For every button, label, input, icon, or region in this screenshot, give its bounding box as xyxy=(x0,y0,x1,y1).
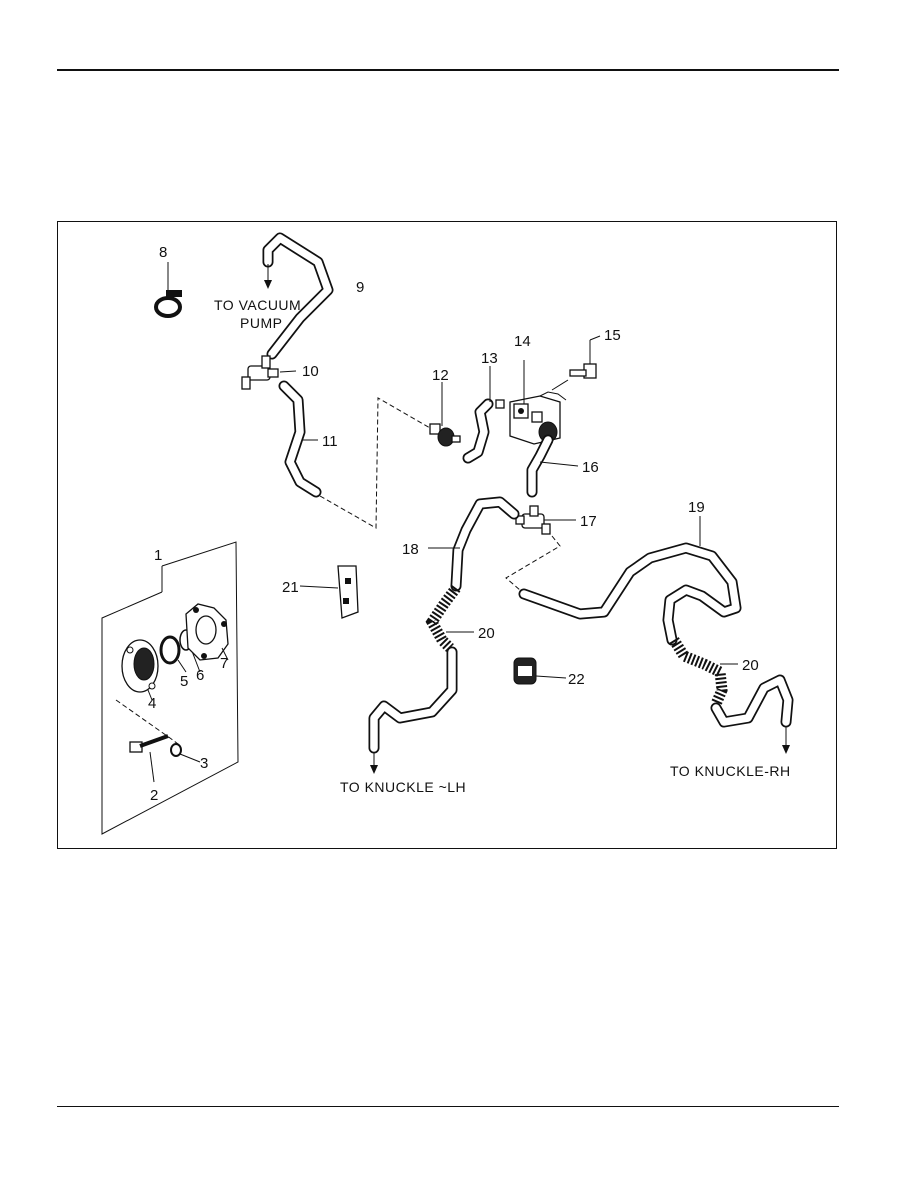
callout-20-lh: 20 xyxy=(478,625,495,642)
caption-to-knuckle-rh: TO KNUCKLE-RH xyxy=(670,763,791,779)
hose-9 xyxy=(262,232,334,360)
leader-17-19 xyxy=(505,535,561,591)
callout-15: 15 xyxy=(604,327,621,344)
protector-hose-20-lh xyxy=(425,584,461,652)
hose-19 xyxy=(518,542,742,646)
callout-7: 7 xyxy=(220,655,228,672)
callout-6: 6 xyxy=(196,667,204,684)
pump-assembly-1 xyxy=(101,541,239,835)
caption-to-vacuum-pump-line1: TO VACUUM xyxy=(214,297,301,313)
callout-14: 14 xyxy=(514,333,531,350)
callout-20-rh: 20 xyxy=(742,657,759,674)
hose-16 xyxy=(526,434,554,498)
callout-18: 18 xyxy=(402,541,419,558)
hose-lh-lower xyxy=(368,646,458,754)
check-valve-12 xyxy=(429,382,461,447)
bolt-15 xyxy=(551,335,601,391)
tee-joint-10 xyxy=(241,355,297,390)
hose-rh-lower xyxy=(710,674,794,728)
callout-22: 22 xyxy=(568,671,585,688)
callout-13: 13 xyxy=(481,350,498,367)
callout-19: 19 xyxy=(688,499,705,516)
callout-1: 1 xyxy=(154,547,162,564)
callout-16: 16 xyxy=(582,459,599,476)
callout-5: 5 xyxy=(180,673,188,690)
vacuum-pump-arrowhead xyxy=(264,280,272,289)
clip-22 xyxy=(513,657,567,685)
bracket-21 xyxy=(299,565,359,619)
tee-joint-17 xyxy=(515,505,576,535)
callout-8: 8 xyxy=(159,244,167,261)
knuckle-lh-arrowhead xyxy=(370,765,378,774)
knuckle-rh-arrowhead xyxy=(782,745,790,754)
callout-4: 4 xyxy=(148,695,156,712)
figure-frame xyxy=(57,221,837,849)
hose-13 xyxy=(462,398,494,464)
callout-10: 10 xyxy=(302,363,319,380)
callout-11: 11 xyxy=(322,433,338,450)
callout-21: 21 xyxy=(282,579,299,596)
callout-2: 2 xyxy=(150,787,158,804)
protector-hose-20-rh xyxy=(669,637,728,707)
captions: TO VACUUM PUMP TO KNUCKLE ~LH TO KNUCKLE… xyxy=(214,297,791,795)
clamp-8 xyxy=(154,262,182,318)
callout-3: 3 xyxy=(200,755,208,772)
leader-11-12 xyxy=(319,397,431,529)
header-rule xyxy=(57,69,839,71)
callout-labels: 1 2 3 4 5 6 7 8 9 10 11 12 13 14 15 16 1… xyxy=(148,244,759,804)
caption-to-vacuum-pump-line2: PUMP xyxy=(240,315,282,331)
callout-9: 9 xyxy=(356,279,364,296)
callout-12: 12 xyxy=(432,367,449,384)
hose-11 xyxy=(278,380,322,498)
hose-18 xyxy=(450,496,520,592)
caption-to-knuckle-lh: TO KNUCKLE ~LH xyxy=(340,779,466,795)
valve-assembly-14 xyxy=(509,360,567,445)
footer-rule xyxy=(57,1106,839,1107)
callout-17: 17 xyxy=(580,513,597,530)
hose-13-end xyxy=(495,399,505,409)
